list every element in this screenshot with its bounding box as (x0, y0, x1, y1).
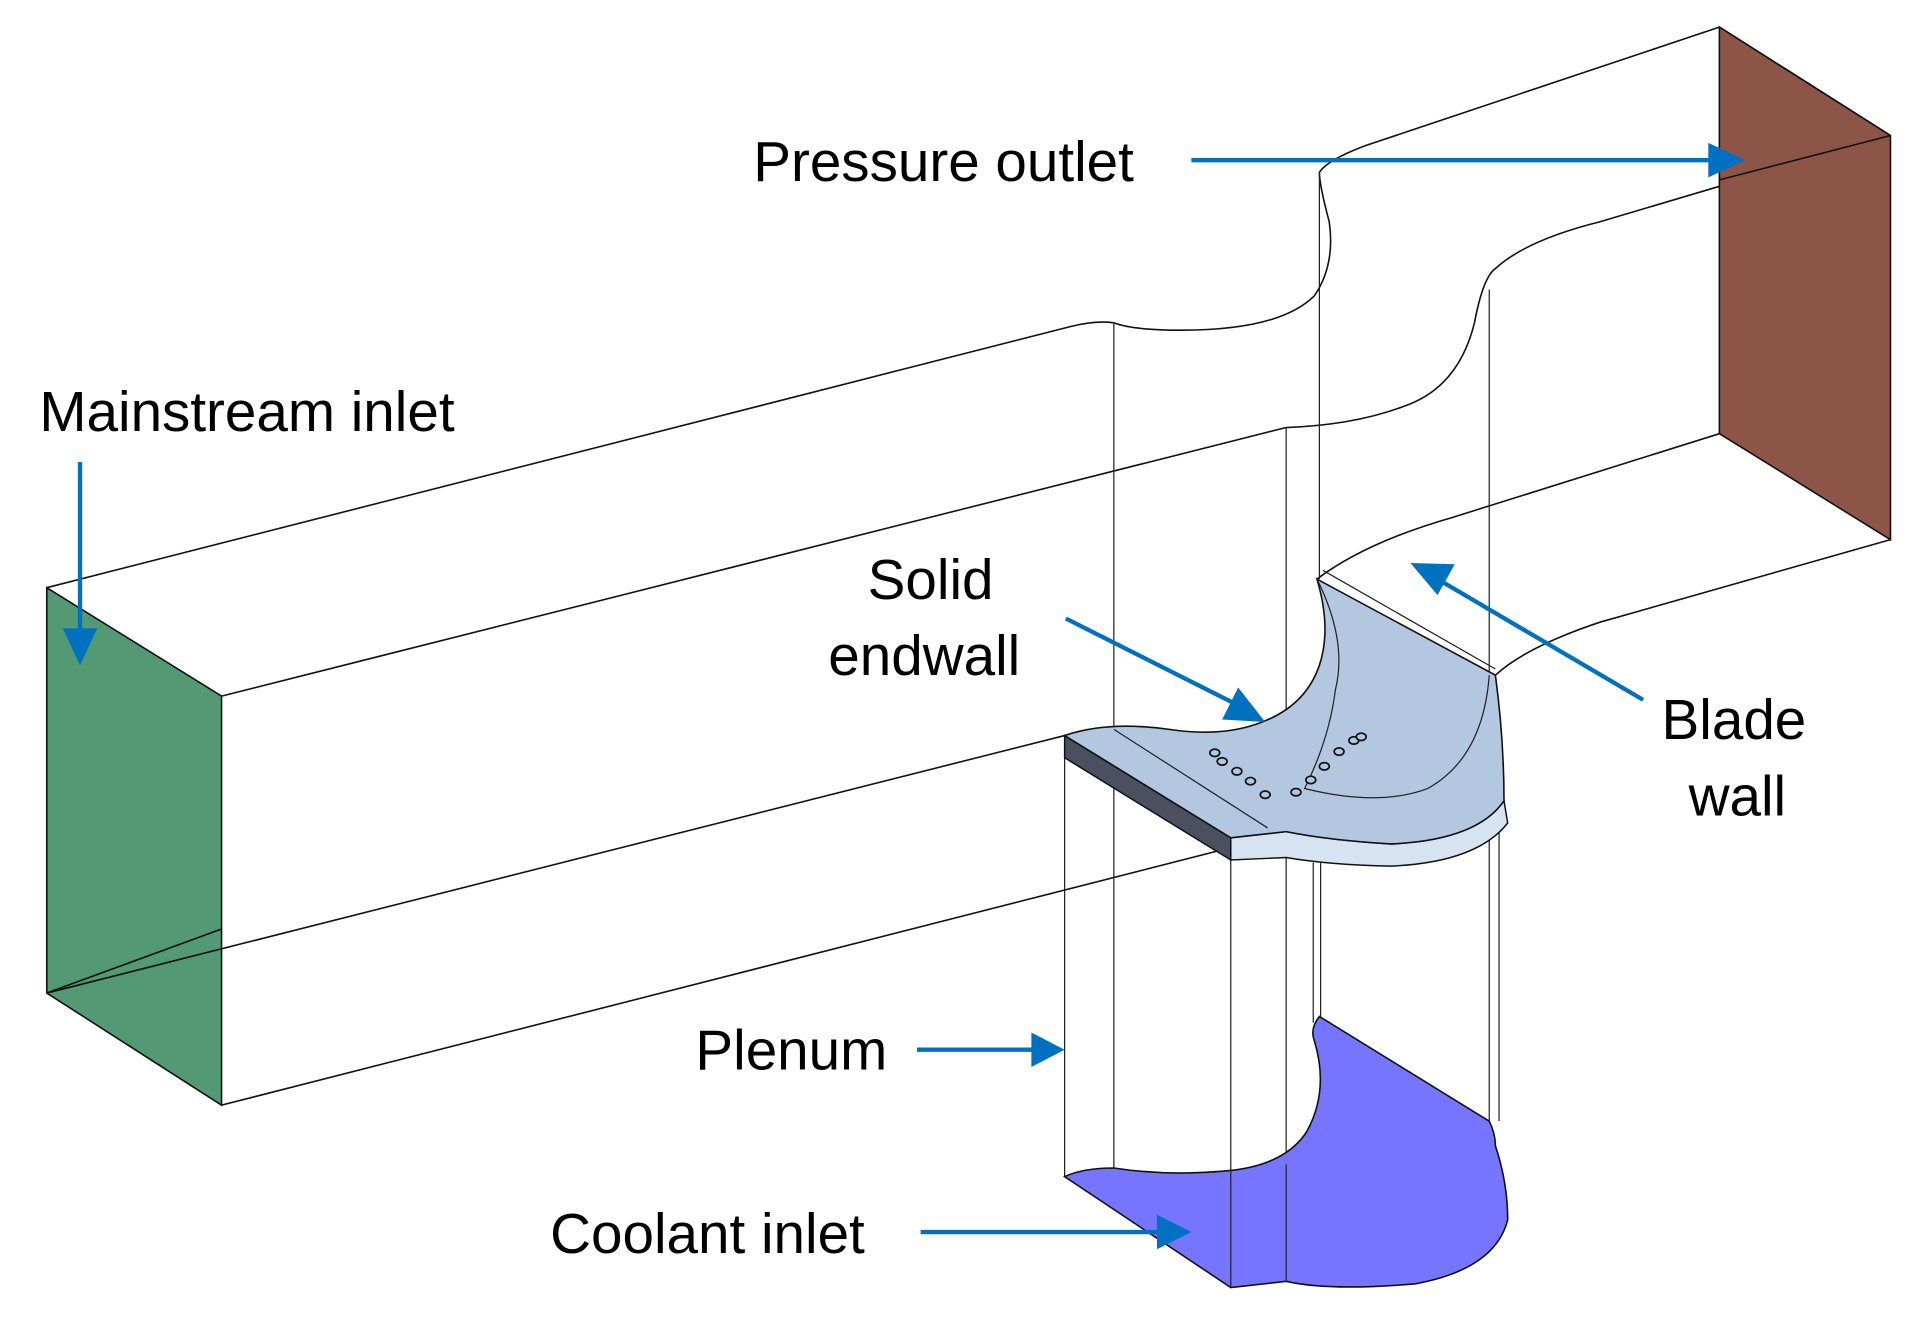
arrow-solid-endwall-head (1222, 687, 1266, 722)
label-blade-wall-line2: wall (1688, 766, 1786, 829)
downstream-bottom-back-edge (1316, 432, 1720, 580)
label-coolant-inlet: Coolant inlet (550, 1203, 865, 1266)
arrow-plenum-head (1031, 1032, 1065, 1067)
hole (1318, 761, 1331, 771)
hole (1231, 766, 1243, 776)
arrow-blade-wall-head (1410, 563, 1455, 596)
pressure-side-top-curve (1113, 26, 1720, 331)
passage-bottom-back-edge (46, 734, 1065, 994)
passage-bottom-front-edge (221, 846, 1231, 1106)
endwall-top-surface (1062, 577, 1505, 845)
hole (1208, 748, 1221, 758)
endwall-blade-fillet (1303, 578, 1490, 799)
downstream-bottom-front-edge (1494, 538, 1891, 676)
arrow-coolant-inlet-head (1156, 1214, 1192, 1250)
hole (1244, 776, 1257, 786)
passage-top-back-edge (46, 321, 1114, 589)
hole (1304, 775, 1317, 785)
hole (1259, 790, 1272, 800)
coolant-inlet-face (1062, 1015, 1509, 1289)
passage-top-front-edge (221, 426, 1287, 697)
film-cooling-holes (1208, 732, 1368, 800)
label-blade-wall-line1: Blade (1662, 689, 1807, 752)
arrow-blade-wall-line (1436, 577, 1645, 702)
arrow-solid-endwall-line (1064, 616, 1238, 707)
mainstream-inlet-face (45, 586, 223, 1107)
hole (1333, 746, 1345, 757)
hole (1355, 732, 1368, 742)
arrow-pressure-outlet-head (1708, 142, 1746, 178)
label-pressure-outlet: Pressure outlet (753, 131, 1134, 194)
endwall-rim-edge (1322, 569, 1496, 670)
inlet-face-diagonal (46, 928, 222, 994)
hole (1290, 787, 1302, 797)
outlet-face-diagonal (1719, 134, 1891, 181)
label-mainstream-inlet: Mainstream inlet (39, 381, 454, 444)
endwall-inner-edge (1113, 728, 1269, 829)
label-plenum: Plenum (695, 1019, 887, 1082)
hole (1216, 756, 1228, 766)
label-solid-endwall-line1: Solid (868, 549, 994, 612)
label-solid-endwall-line2: endwall (828, 625, 1020, 688)
suction-side-top-curve (1286, 134, 1891, 429)
pressure-outlet-face (1718, 25, 1892, 542)
arrow-mainstream-inlet-head (62, 628, 98, 666)
